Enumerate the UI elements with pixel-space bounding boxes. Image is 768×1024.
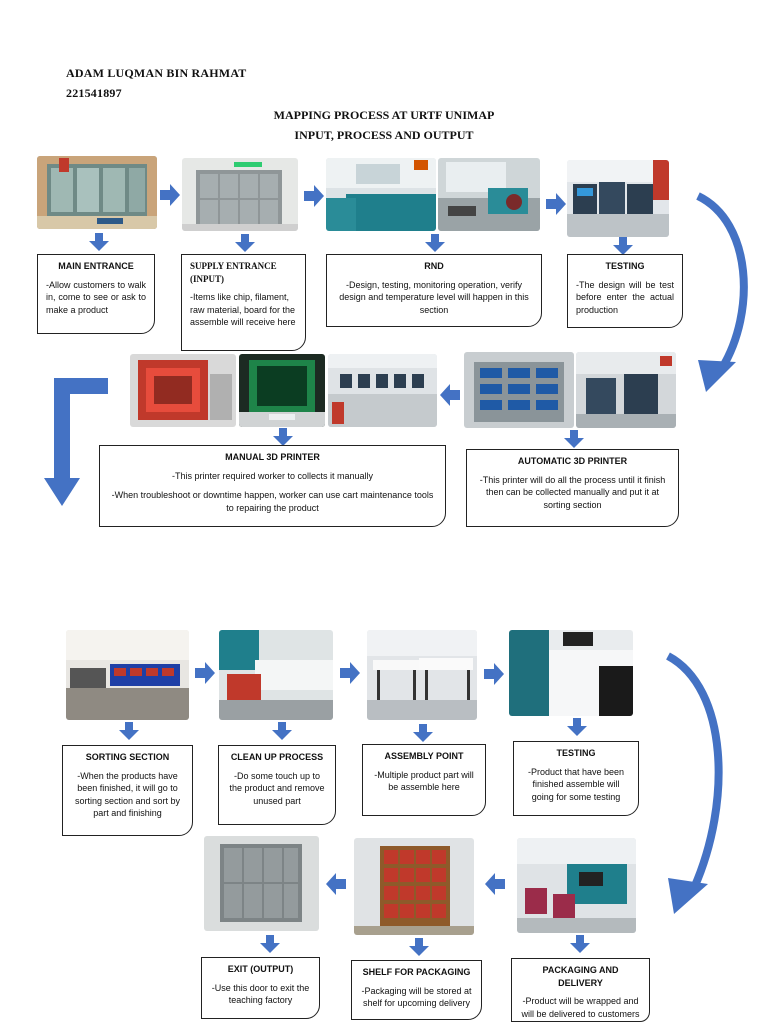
testing-photo-1: [567, 160, 669, 237]
arrow-down-icon: [409, 938, 429, 956]
testing-2-text: -Product that have been finished assembl…: [527, 766, 625, 802]
auto-printer-title: AUTOMATIC 3D PRINTER: [517, 456, 628, 466]
rnd-text: -Design, testing, monitoring operation, …: [339, 279, 529, 315]
arrow-down-icon: [235, 234, 255, 252]
manual-printer-text-2: -When troubleshoot or downtime happen, w…: [111, 490, 434, 513]
curved-arrow-icon: [664, 652, 734, 922]
supply-entrance-box: SUPPLY ENTRANCE (INPUT) -Items like chip…: [181, 254, 306, 351]
packaging-box: PACKAGING AND DELIVERY -Product will be …: [511, 958, 650, 1022]
arrow-down-icon: [119, 722, 139, 740]
main-entrance-text: -Allow customers to walk in, come to see…: [46, 279, 146, 315]
arrow-down-icon: [89, 233, 109, 251]
testing-2-title: TESTING: [556, 748, 596, 758]
arrow-down-icon: [425, 234, 445, 252]
shelf-photo: [354, 838, 474, 935]
elbow-arrow-icon: [44, 378, 110, 508]
arrow-right-icon: [340, 662, 360, 684]
testing-1-box: TESTING -The design will be test before …: [567, 254, 683, 328]
curved-arrow-icon: [692, 192, 762, 402]
arrow-down-icon: [260, 935, 280, 953]
main-entrance-title: MAIN ENTRANCE: [58, 261, 134, 271]
sorting-text: -When the products have been finished, i…: [74, 770, 181, 819]
arrow-right-icon: [304, 185, 324, 207]
arrow-down-icon: [413, 724, 433, 742]
auto-printer-photo-1: [464, 352, 574, 428]
testing-1-text: -The design will be test before enter th…: [576, 279, 674, 315]
main-entrance-photo: [37, 156, 157, 229]
student-id: 221541897: [66, 86, 122, 100]
exit-title: EXIT (OUTPUT): [227, 964, 294, 974]
arrow-right-icon: [484, 663, 504, 685]
rnd-photo-1: [326, 158, 436, 231]
arrow-right-icon: [160, 184, 180, 206]
supply-entrance-title: SUPPLY ENTRANCE (INPUT): [190, 261, 277, 284]
packaging-text: -Product will be wrapped and will be del…: [521, 996, 640, 1019]
author-name: ADAM LUQMAN BIN RAHMAT: [66, 66, 247, 80]
rnd-photo-2: [438, 158, 540, 231]
arrow-right-icon: [195, 662, 215, 684]
arrow-right-icon: [546, 193, 566, 215]
rnd-box: RND -Design, testing, monitoring operati…: [326, 254, 542, 327]
assembly-photo: [367, 630, 477, 720]
cleanup-box: CLEAN UP PROCESS -Do some touch up to th…: [218, 745, 336, 825]
auto-printer-text: -This printer will do all the process un…: [479, 474, 666, 510]
exit-door-photo: [204, 836, 319, 931]
shelf-text: -Packaging will be stored at shelf for u…: [361, 985, 472, 1009]
shelf-box: SHELF FOR PACKAGING -Packaging will be s…: [351, 960, 482, 1020]
page-subtitle: INPUT, PROCESS AND OUTPUT: [294, 128, 474, 142]
auto-printer-photo-2: [576, 352, 676, 428]
manual-printer-photo-2: [239, 354, 325, 427]
page-title: MAPPING PROCESS AT URTF UNIMAP: [273, 108, 495, 122]
exit-box: EXIT (OUTPUT) -Use this door to exit the…: [201, 957, 320, 1019]
arrow-left-icon: [485, 873, 505, 895]
cleanup-text: -Do some touch up to the product and rem…: [229, 770, 325, 806]
sorting-title: SORTING SECTION: [85, 752, 170, 762]
auto-printer-box: AUTOMATIC 3D PRINTER -This printer will …: [466, 449, 679, 527]
arrow-down-icon: [613, 237, 633, 255]
testing-2-box: TESTING -Product that have been finished…: [513, 741, 639, 816]
cleanup-title: CLEAN UP PROCESS: [230, 752, 324, 762]
manual-printer-title: MANUAL 3D PRINTER: [225, 452, 320, 462]
arrow-down-icon: [272, 722, 292, 740]
shelf-title: SHELF FOR PACKAGING: [362, 967, 471, 977]
arrow-down-icon: [564, 430, 584, 448]
arrow-down-icon: [567, 718, 587, 736]
manual-printer-box: MANUAL 3D PRINTER -This printer required…: [99, 445, 446, 527]
arrow-down-icon: [273, 428, 293, 446]
manual-printer-photo-1: [130, 354, 236, 427]
cleanup-photo: [219, 630, 333, 720]
sorting-box: SORTING SECTION -When the products have …: [62, 745, 193, 836]
assembly-box: ASSEMBLY POINT -Multiple product part wi…: [362, 744, 486, 816]
sorting-photo: [66, 630, 189, 720]
arrow-left-icon: [326, 873, 346, 895]
arrow-down-icon: [570, 935, 590, 953]
manual-printer-text-1: -This printer required worker to collect…: [171, 470, 374, 481]
exit-text: -Use this door to exit the teaching fact…: [211, 982, 310, 1006]
arrow-left-icon: [440, 384, 460, 406]
supply-entrance-photo: [182, 158, 298, 231]
packaging-photo: [517, 838, 636, 933]
testing-1-title: TESTING: [605, 261, 645, 271]
packaging-title: PACKAGING AND DELIVERY: [542, 965, 619, 988]
assembly-text: -Multiple product part will be assemble …: [374, 769, 474, 793]
testing-photo-2: [509, 630, 633, 716]
main-entrance-box: MAIN ENTRANCE -Allow customers to walk i…: [37, 254, 155, 334]
manual-printer-photo-3: [328, 354, 437, 427]
assembly-title: ASSEMBLY POINT: [384, 751, 464, 761]
supply-entrance-text: -Items like chip, filament, raw material…: [190, 292, 296, 327]
rnd-title: RND: [424, 261, 444, 271]
